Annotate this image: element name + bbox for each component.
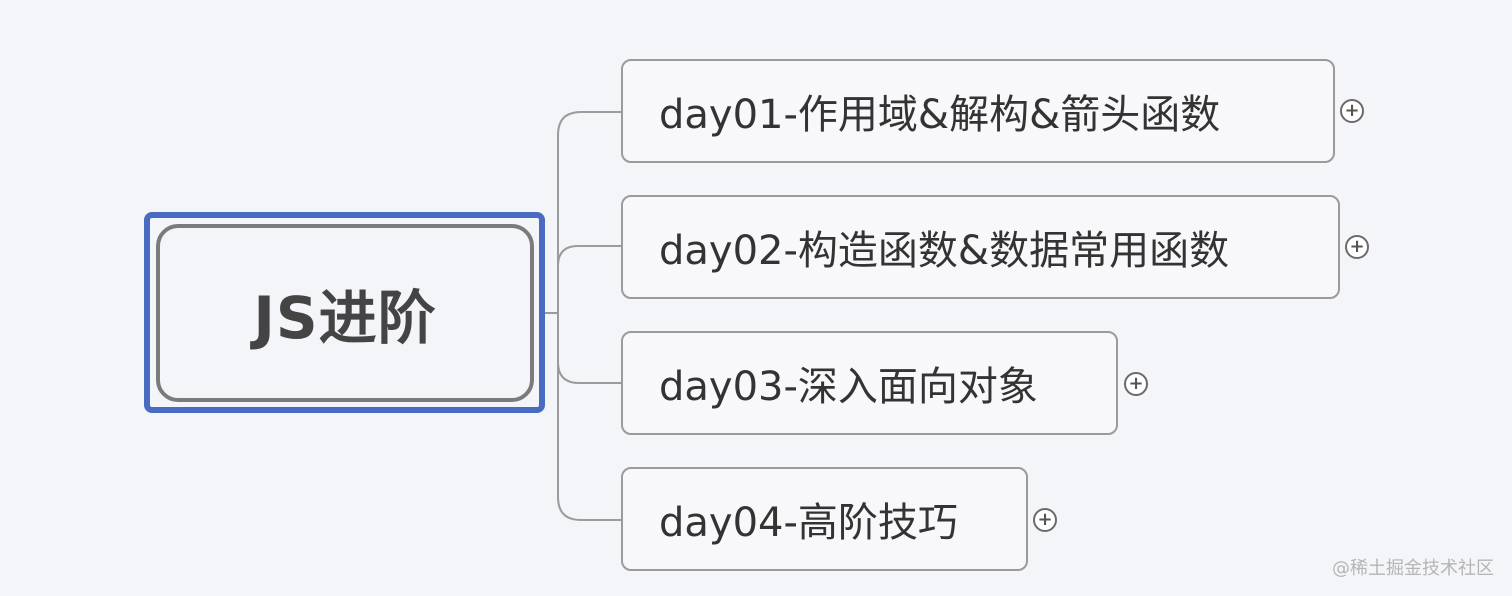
plus-circle-icon[interactable]: +	[1340, 99, 1364, 123]
branch-day03[interactable]: day03-深入面向对象	[621, 331, 1118, 435]
connector-spine	[557, 111, 582, 521]
plus-circle-icon[interactable]: +	[1345, 235, 1369, 259]
branch-label: day02-构造函数&数据常用函数	[659, 228, 1230, 274]
branch-label: day01-作用域&解构&箭头函数	[659, 92, 1221, 138]
watermark: @稀土掘金技术社区	[1332, 558, 1494, 579]
branch-day01[interactable]: day01-作用域&解构&箭头函数	[621, 59, 1335, 163]
branch-day04[interactable]: day04-高阶技巧	[621, 467, 1028, 571]
branch-day02[interactable]: day02-构造函数&数据常用函数	[621, 195, 1340, 299]
connector-branch-2	[557, 245, 622, 267]
branch-label: day03-深入面向对象	[659, 364, 1038, 410]
central-topic[interactable]: JS进阶	[156, 224, 534, 402]
branch-label: day04-高阶技巧	[659, 500, 958, 546]
connector-branch-3	[557, 361, 622, 384]
central-topic-label: JS进阶	[253, 284, 437, 352]
plus-circle-icon[interactable]: +	[1033, 508, 1057, 532]
plus-circle-icon[interactable]: +	[1124, 372, 1148, 396]
